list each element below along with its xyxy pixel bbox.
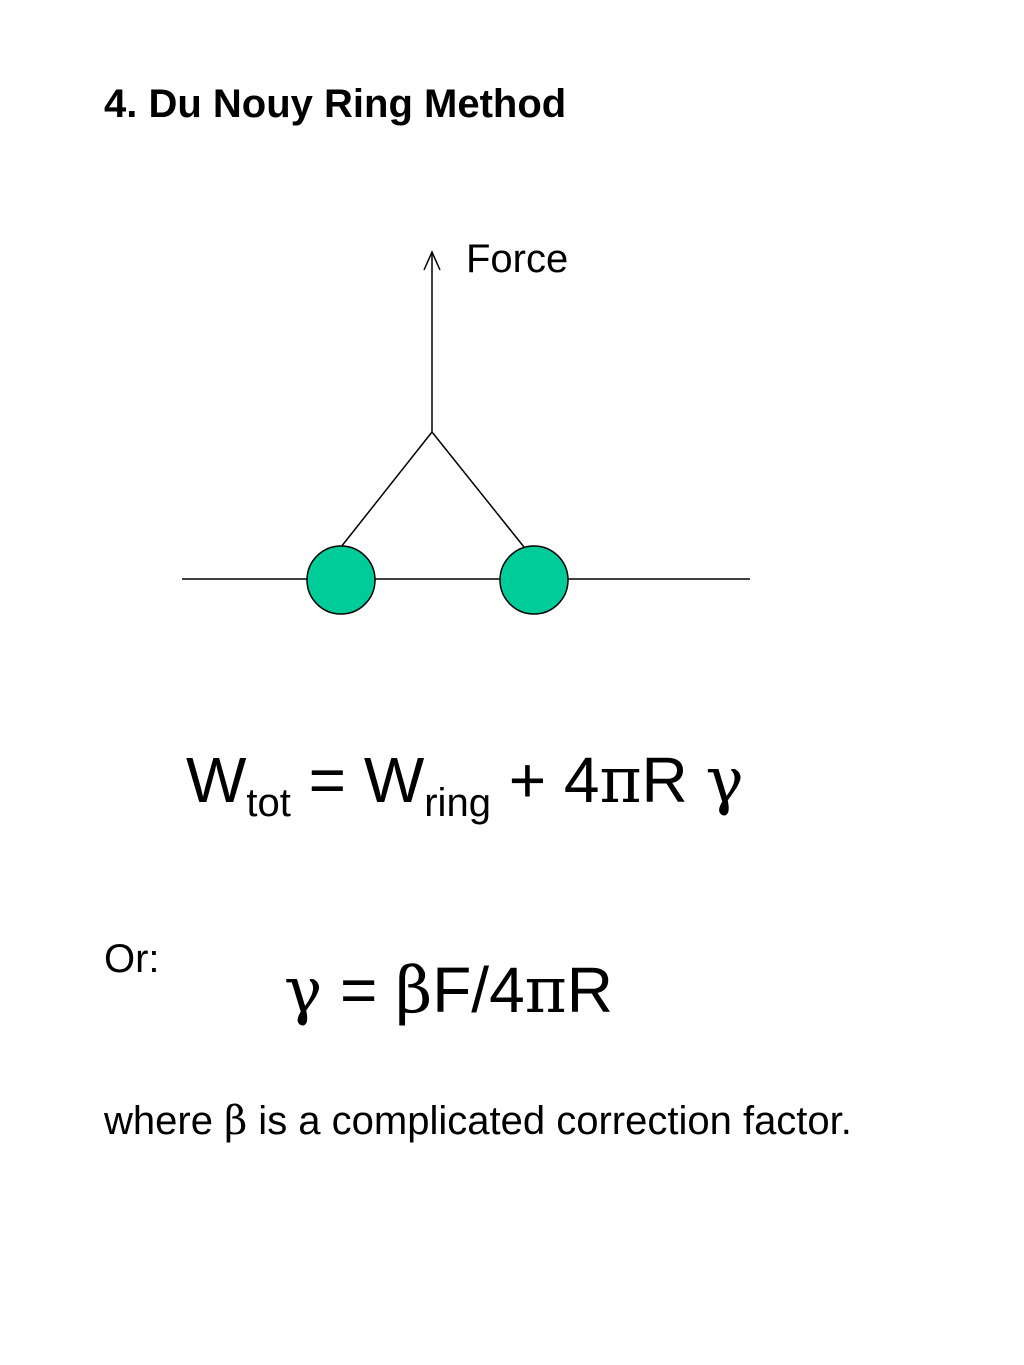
left-suspension-wire <box>340 431 433 548</box>
eq-w-ring: W <box>363 744 425 816</box>
or-label: Or: <box>104 937 160 981</box>
eq-gamma-symbol: γ <box>705 744 744 818</box>
total-weight-equation: Wtot = Wring + 4πR γ <box>186 742 744 823</box>
eq2-pi-symbol: π <box>524 954 567 1028</box>
force-label: Force <box>466 237 569 281</box>
right-suspension-wire <box>431 431 525 548</box>
eq-w: W <box>186 744 247 816</box>
eq2-r: R <box>566 954 613 1026</box>
note-before: where <box>104 1099 225 1143</box>
eq2-gamma-symbol: γ <box>284 954 323 1028</box>
force-arrowhead <box>423 250 441 271</box>
eq-r: R <box>641 744 706 816</box>
eq2-f-over-four: F/4 <box>432 954 525 1026</box>
eq2-beta-symbol: β <box>395 954 433 1028</box>
slide-title: 4. Du Nouy Ring Method <box>104 82 567 126</box>
note-after: is a complicated correction factor. <box>247 1099 852 1143</box>
eq-equals: = <box>290 744 364 816</box>
eq-sub-tot: tot <box>246 781 291 825</box>
ring-cross-section-left <box>306 545 376 615</box>
surface-tension-equation: γ = βF/4πR <box>284 952 613 1029</box>
eq-pi-symbol: π <box>599 744 642 818</box>
correction-factor-note: where β is a complicated correction fact… <box>104 1096 852 1146</box>
eq-plus-four: + 4 <box>490 744 600 816</box>
ring-cross-section-right <box>499 545 569 615</box>
eq-sub-ring: ring <box>424 781 491 825</box>
eq2-equals: = <box>322 954 396 1026</box>
note-beta-symbol: β <box>224 1098 248 1144</box>
